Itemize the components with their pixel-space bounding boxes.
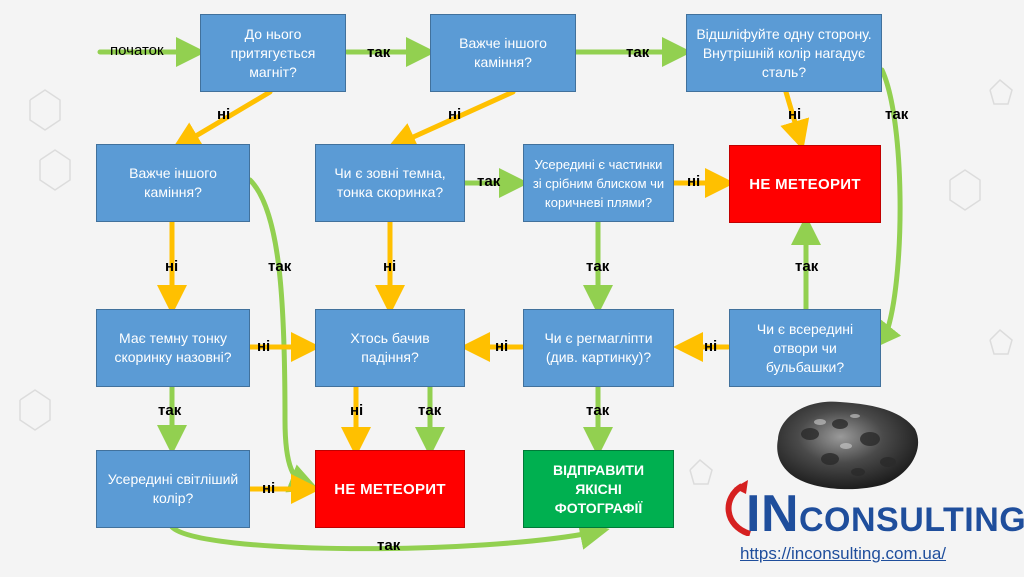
node-crust-dark: Чи є зовні темна, тонка скоринка? bbox=[315, 144, 465, 222]
label-seen-yes: так bbox=[418, 402, 442, 419]
label-particles-no: ні bbox=[687, 173, 701, 190]
node-magnet: До нього притягується магніт? bbox=[200, 14, 346, 92]
meteorite-image bbox=[777, 401, 919, 490]
arrow-magnet-no bbox=[171, 89, 273, 151]
label-crust-no: ні bbox=[383, 258, 397, 275]
logo-text: INCONSULTING bbox=[746, 484, 1024, 544]
label-heavier-left-yes: так bbox=[268, 258, 292, 275]
node-heavier-left: Важче іншого каміння? bbox=[96, 144, 250, 222]
node-lighter-inside: Усередині світліший колір? bbox=[96, 450, 250, 528]
website-link[interactable]: https://inconsulting.com.ua/ bbox=[740, 544, 947, 563]
label-seen-no: ні bbox=[350, 402, 364, 419]
label-lighter-yes: так bbox=[377, 537, 401, 554]
label-magnet-yes: так bbox=[367, 44, 391, 61]
node-regmaglypts: Чи є регмагліпти (див. картинку)? bbox=[523, 309, 674, 387]
arrow-heavier-left-yes bbox=[247, 177, 319, 493]
label-particles-yes: так bbox=[586, 258, 610, 275]
inconsulting-logo-mark bbox=[725, 480, 752, 536]
label-holes-no: ні bbox=[704, 338, 718, 355]
label-regma-no: ні bbox=[495, 338, 509, 355]
node-seen-fall: Хтось бачив падіння? bbox=[315, 309, 465, 387]
label-dark-crust-yes: так bbox=[158, 402, 182, 419]
node-send-photos: ВІДПРАВИТИ ЯКІСНІ ФОТОГРАФІЇ bbox=[523, 450, 674, 528]
label-holes-yes: так bbox=[795, 258, 819, 275]
node-particles: Усередині є частинки зі срібним блиском … bbox=[523, 144, 674, 222]
label-regma-yes: так bbox=[586, 402, 610, 419]
label-heavier-top-no: ні bbox=[448, 106, 462, 123]
label-crust-yes: так bbox=[477, 173, 501, 190]
label-lighter-no: ні bbox=[262, 480, 276, 497]
label-polish-yes: так bbox=[885, 106, 909, 123]
label-heavier-left-no: ні bbox=[165, 258, 179, 275]
logo-text-big: IN bbox=[746, 485, 799, 543]
label-magnet-no: ні bbox=[217, 106, 231, 123]
node-heavier-top: Важче іншого каміння? bbox=[430, 14, 576, 92]
arrow-lighter-yes bbox=[169, 520, 610, 552]
node-polish: Відшліфуйте одну сторону. Внутрішній кол… bbox=[686, 14, 882, 92]
label-heavier-top-yes: так bbox=[626, 44, 650, 61]
arrow-heavier-top-no bbox=[386, 89, 516, 151]
node-not-meteorite-bottom: НЕ МЕТЕОРИТ bbox=[315, 450, 465, 528]
label-polish-no: ні bbox=[788, 106, 802, 123]
node-holes: Чи є всередині отвори чи бульбашки? bbox=[729, 309, 881, 387]
arrow-polish-yes bbox=[870, 67, 903, 350]
node-not-meteorite-top: НЕ МЕТЕОРИТ bbox=[729, 145, 881, 223]
logo-text-rest: CONSULTING bbox=[799, 501, 1024, 539]
label-dark-crust-no: ні bbox=[257, 338, 271, 355]
label-start: початок bbox=[110, 42, 164, 59]
node-dark-crust-outside: Має темну тонку скоринку назовні? bbox=[96, 309, 250, 387]
arrow-polish-no bbox=[780, 89, 810, 151]
